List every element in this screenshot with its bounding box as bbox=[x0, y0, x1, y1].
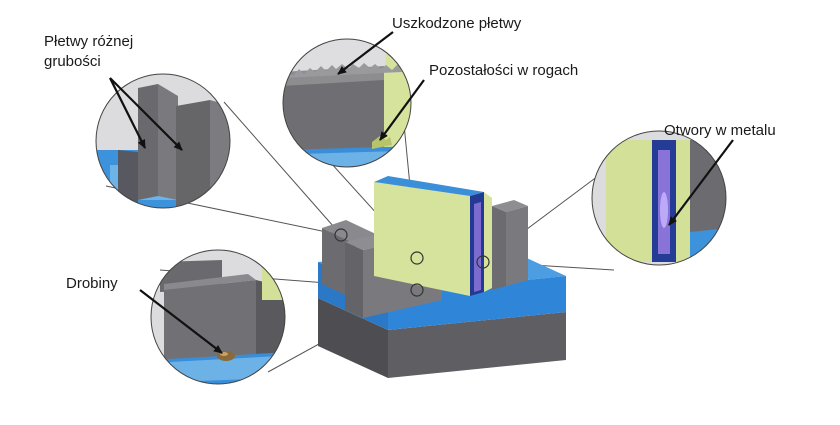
arrow-damaged-fins bbox=[337, 31, 394, 75]
marker-damaged bbox=[410, 251, 424, 265]
finfet-structure bbox=[318, 176, 566, 378]
zoom-damaged-fins bbox=[282, 38, 412, 168]
arrow-corner-residue bbox=[379, 79, 425, 141]
fin-front-face bbox=[345, 242, 363, 318]
marker-particles bbox=[410, 283, 424, 297]
label-damaged-fins: Uszkodzone płetwy bbox=[392, 15, 522, 32]
gate-inner bbox=[474, 202, 481, 292]
label-corner-residue: Pozostałości w rogach bbox=[429, 62, 579, 79]
arrow-fins-thick bbox=[109, 77, 183, 151]
arrow-particles bbox=[139, 289, 223, 354]
pointer-arrows bbox=[109, 31, 734, 354]
zoom-metal-holes bbox=[591, 130, 727, 266]
fin-right-side bbox=[506, 206, 528, 286]
label-metal-holes: Otwory w metalu bbox=[664, 122, 776, 139]
arrow-fins-thin bbox=[109, 77, 146, 149]
zoom-particles bbox=[150, 249, 286, 385]
label-fins-thickness-2: grubości bbox=[44, 53, 101, 70]
arrow-metal-holes bbox=[668, 139, 734, 226]
spacer-top bbox=[374, 176, 484, 196]
label-fins-thickness-1: Płetwy różnej bbox=[44, 33, 134, 50]
marker-fins bbox=[334, 228, 348, 242]
label-particles: Drobiny bbox=[66, 275, 118, 292]
spacer-front bbox=[374, 182, 470, 296]
fin-right-face bbox=[492, 206, 506, 290]
fin-right-top bbox=[492, 200, 528, 212]
substrate-right bbox=[388, 312, 566, 378]
marker-metal bbox=[476, 255, 490, 269]
substrate-front bbox=[318, 298, 388, 378]
zoom-fins-thickness bbox=[95, 73, 231, 209]
spacer-back bbox=[484, 192, 492, 292]
